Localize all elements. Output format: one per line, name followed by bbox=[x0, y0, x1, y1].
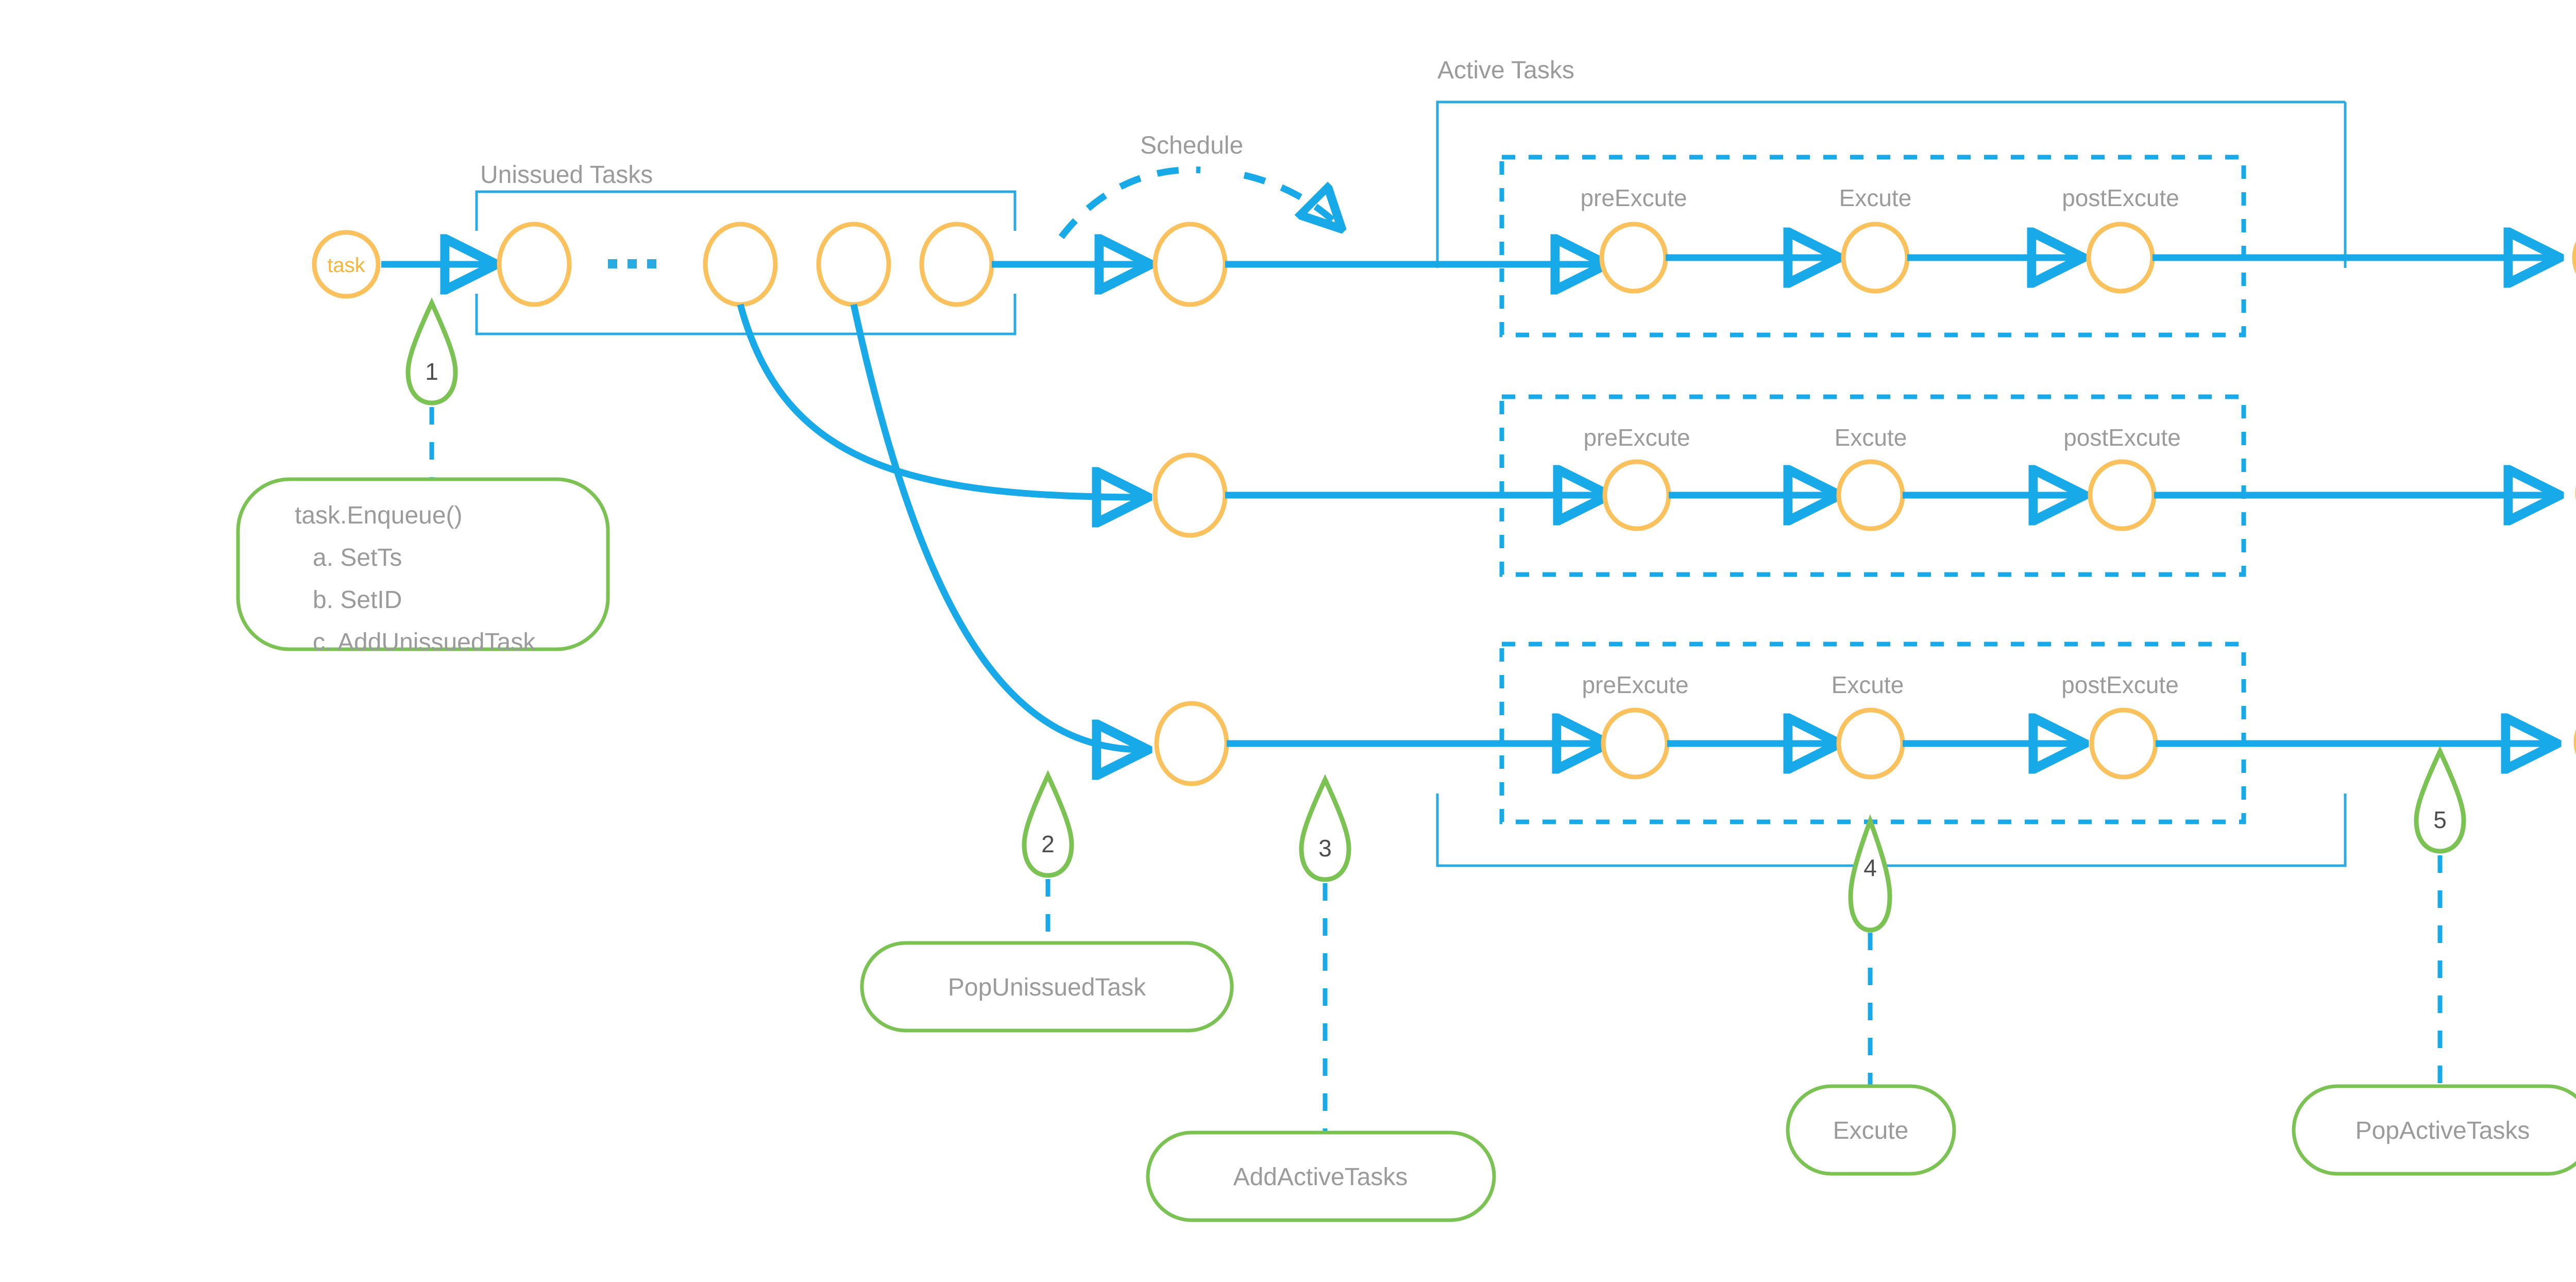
callout-2-group[interactable]: PopUnissuedTask bbox=[860, 941, 1234, 1033]
active-tasks-bracket-group: Active Tasks bbox=[1436, 57, 2347, 867]
marker-5-teardrop bbox=[2414, 746, 2466, 854]
callout-1-box bbox=[236, 477, 610, 651]
callout-3-box bbox=[1146, 1131, 1496, 1222]
task-node-shape bbox=[312, 230, 381, 299]
marker-4-group[interactable]: 4 bbox=[1848, 814, 1892, 1087]
schedule-dash-right bbox=[1243, 172, 1340, 227]
unissued-tasks-bracket-bottom bbox=[475, 294, 1016, 335]
row3-pre-label: preExcute bbox=[1582, 671, 1688, 698]
unissued-node-3[interactable] bbox=[816, 222, 891, 307]
row3-pre-node[interactable] bbox=[1601, 707, 1670, 780]
marker-3-teardrop bbox=[1299, 774, 1351, 882]
row3-post-label: postExcute bbox=[2061, 671, 2179, 698]
marker-1-number: 1 bbox=[425, 358, 438, 385]
curve-queue-to-row2 bbox=[737, 303, 1144, 497]
callout-2-box bbox=[860, 941, 1234, 1033]
row3-exec-node[interactable] bbox=[1836, 707, 1905, 780]
start-node-task[interactable]: task bbox=[312, 230, 381, 299]
callout-3-group[interactable]: AddActiveTasks bbox=[1146, 1131, 1496, 1222]
marker-4-teardrop bbox=[1848, 814, 1892, 933]
callout-4-box bbox=[1786, 1084, 1956, 1176]
callout-1-line-2: a. SetTs bbox=[313, 544, 402, 571]
marker-5-number: 5 bbox=[2433, 806, 2447, 833]
callout-5-group[interactable]: PopActiveTasks bbox=[2292, 1084, 2576, 1176]
row1-exec-node[interactable] bbox=[1841, 222, 1910, 294]
row2-entry-node[interactable] bbox=[1153, 452, 1228, 538]
pipeline-row-3: preExcute Excute postExcute bbox=[1154, 642, 2576, 824]
row1-stage-dashed-box bbox=[1499, 155, 2246, 338]
callout-3-line-1: AddActiveTasks bbox=[1233, 1163, 1408, 1191]
pipeline-row-1: preExcute Excute postExcute bbox=[1153, 155, 2576, 338]
task-node-label: task bbox=[327, 254, 365, 277]
active-tasks-bracket-left-top bbox=[1436, 100, 2345, 268]
callout-4-line-1: Excute bbox=[1833, 1117, 1909, 1144]
row2-exec-node[interactable] bbox=[1836, 459, 1905, 531]
unissued-tasks-queue bbox=[497, 222, 994, 307]
row3-exec-label: Excute bbox=[1832, 671, 1904, 698]
active-tasks-bracket-bottom bbox=[1436, 794, 2347, 867]
callout-1-group[interactable]: task.Enqueue() a. SetTs b. SetID c. AddU… bbox=[236, 477, 610, 656]
callout-1-line-1: task.Enqueue() bbox=[295, 502, 463, 529]
unissued-node-1[interactable] bbox=[497, 222, 572, 307]
marker-2-number: 2 bbox=[1041, 831, 1055, 857]
callout-4-group[interactable]: Excute bbox=[1786, 1084, 1956, 1176]
marker-3-number: 3 bbox=[1318, 835, 1332, 862]
row1-post-label: postExcute bbox=[2062, 184, 2179, 211]
callout-1-line-3: b. SetID bbox=[313, 586, 402, 614]
row1-entry-node[interactable] bbox=[1153, 222, 1228, 307]
marker-3-group[interactable]: 3 bbox=[1299, 774, 1351, 1134]
queue-ellipsis-icon bbox=[608, 259, 656, 268]
schedule-dash-left bbox=[1058, 166, 1201, 239]
active-tasks-label: Active Tasks bbox=[1437, 57, 1574, 84]
unissued-node-4[interactable] bbox=[919, 222, 994, 307]
unissued-tasks-label: Unissued Tasks bbox=[480, 161, 653, 189]
row1-pre-label: preExcute bbox=[1580, 184, 1687, 211]
marker-1-group[interactable]: 1 bbox=[405, 297, 458, 479]
row1-exec-label: Excute bbox=[1839, 184, 1912, 211]
marker-2-group[interactable]: 2 bbox=[1022, 770, 1074, 943]
row2-stage-dashed-box bbox=[1499, 394, 2246, 577]
row2-exec-label: Excute bbox=[1835, 424, 1907, 451]
row1-exit-node[interactable] bbox=[2572, 221, 2576, 295]
unissued-node-2[interactable] bbox=[703, 222, 778, 307]
callout-5-line-1: PopActiveTasks bbox=[2355, 1117, 2530, 1144]
row3-post-node[interactable] bbox=[2089, 707, 2158, 780]
row1-pre-node[interactable] bbox=[1599, 222, 1668, 294]
marker-5-group[interactable]: 5 bbox=[2414, 746, 2466, 1087]
schedule-group: Schedule bbox=[1058, 132, 1340, 239]
row2-pre-node[interactable] bbox=[1602, 459, 1671, 531]
unissued-tasks-bracket-top bbox=[475, 190, 1016, 231]
row2-post-label: postExcute bbox=[2063, 424, 2181, 451]
curve-queue-to-row3 bbox=[850, 303, 1144, 750]
callout-5-box bbox=[2292, 1084, 2576, 1176]
row3-entry-node[interactable] bbox=[1154, 701, 1229, 786]
marker-2-teardrop bbox=[1022, 770, 1074, 878]
row1-post-node[interactable] bbox=[2086, 222, 2155, 294]
callout-1-line-4: c. AddUnissuedTask bbox=[313, 629, 536, 656]
row2-post-node[interactable] bbox=[2088, 459, 2157, 531]
schedule-label: Schedule bbox=[1140, 132, 1243, 159]
marker-1-teardrop bbox=[405, 297, 458, 406]
unissued-tasks-bracket-group: Unissued Tasks bbox=[475, 161, 1016, 335]
row2-pre-label: preExcute bbox=[1583, 424, 1690, 451]
marker-4-number: 4 bbox=[1863, 854, 1877, 881]
callout-2-line-1: PopUnissuedTask bbox=[948, 974, 1146, 1001]
pipeline-row-2: preExcute Excute postExcute bbox=[1153, 394, 2576, 577]
